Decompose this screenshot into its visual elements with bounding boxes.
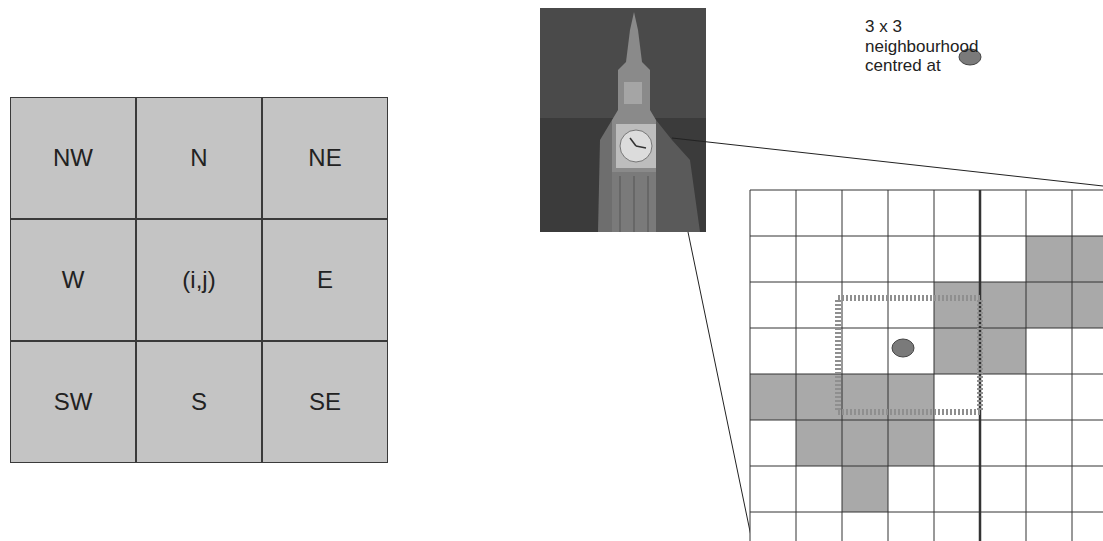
cell-label: SW bbox=[54, 388, 93, 416]
neighbour-cell: SE bbox=[262, 341, 388, 463]
cell-label: E bbox=[317, 266, 333, 294]
neighbour-cell: E bbox=[262, 219, 388, 341]
centre-dot bbox=[892, 339, 914, 357]
neighbour-cell: NE bbox=[262, 97, 388, 219]
zoom-line bbox=[672, 138, 1103, 186]
neighbourhood-outline bbox=[838, 298, 980, 412]
cell-label: NW bbox=[53, 144, 93, 172]
neighbour-cell: NW bbox=[10, 97, 136, 219]
cell-label: (i,j) bbox=[182, 266, 215, 294]
zoom-line bbox=[688, 232, 752, 541]
neighbour-cell: S bbox=[136, 341, 262, 463]
neighbour-cell: W bbox=[10, 219, 136, 341]
neighbour-cell: (i,j) bbox=[136, 219, 262, 341]
neighbour-cell: N bbox=[136, 97, 262, 219]
cell-label: N bbox=[190, 144, 207, 172]
neighbour-cell: SW bbox=[10, 341, 136, 463]
caption-label: 3 x 3 neighbourhood centred at bbox=[865, 17, 997, 76]
cell-label: SE bbox=[309, 388, 341, 416]
cell-label: S bbox=[191, 388, 207, 416]
cell-label: W bbox=[62, 266, 85, 294]
pixel-grid bbox=[750, 190, 1103, 541]
tower-photo bbox=[540, 8, 706, 232]
cell-label: NE bbox=[308, 144, 341, 172]
